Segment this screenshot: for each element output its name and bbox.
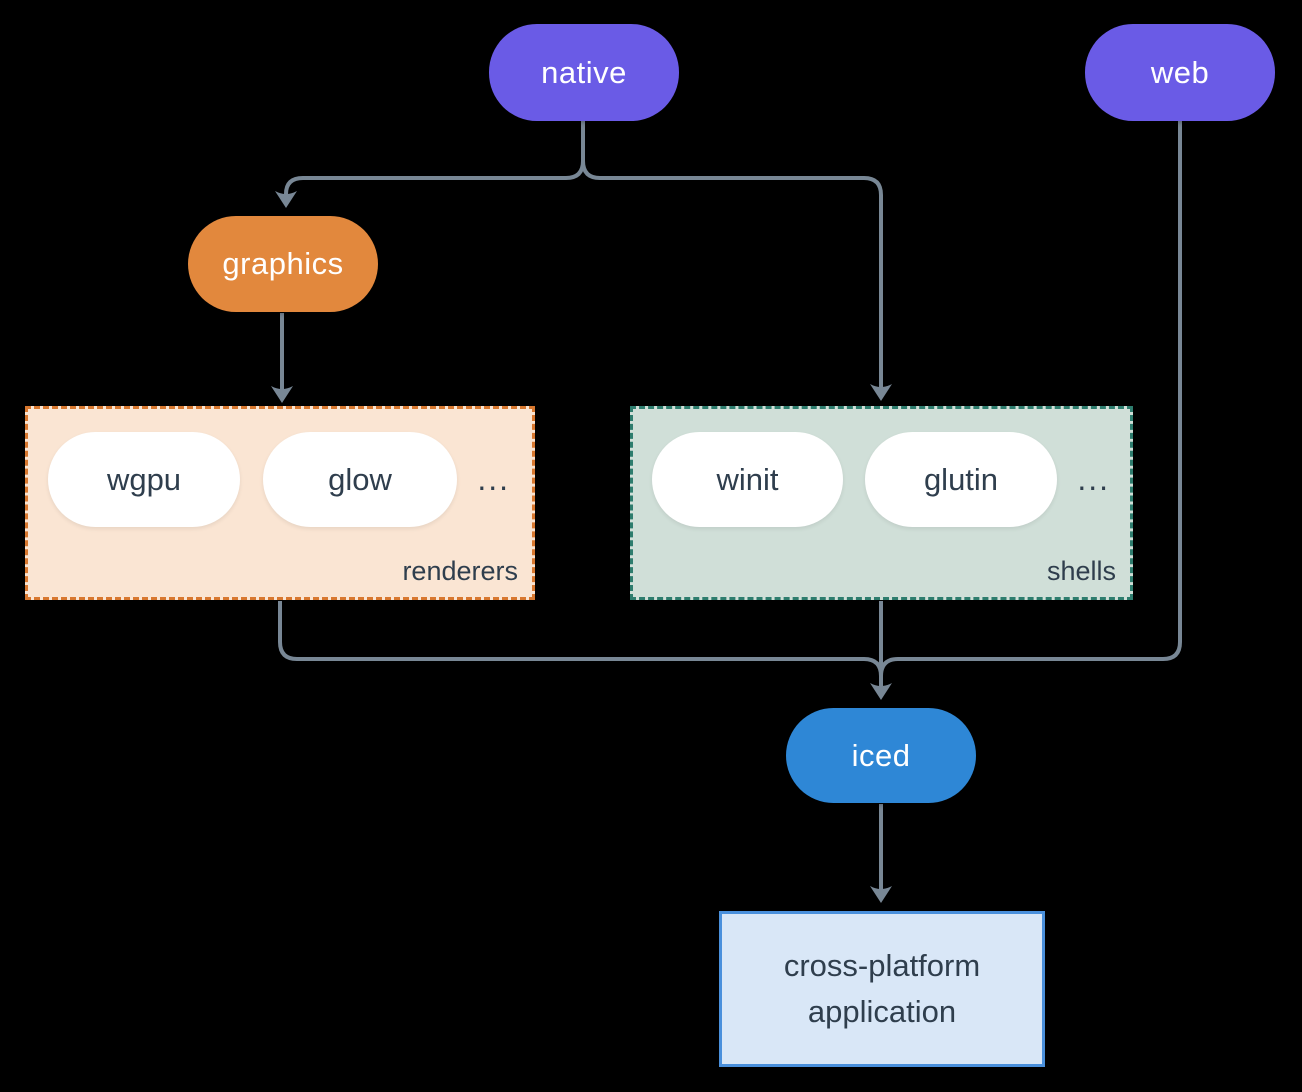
node-graphics-label: graphics xyxy=(222,246,344,281)
node-wgpu-label: wgpu xyxy=(106,461,182,497)
node-winit-label: winit xyxy=(716,461,779,497)
connector-renderers-to-iced xyxy=(278,601,883,677)
shells-ellipsis: ... xyxy=(1077,461,1110,497)
node-glow-label: glow xyxy=(328,461,392,497)
node-glutin: glutin xyxy=(865,432,1057,527)
group-shells: winit glutin ... shells xyxy=(630,406,1133,600)
node-application: cross-platform application xyxy=(719,911,1045,1067)
arrowhead-iced xyxy=(870,683,892,700)
application-label-line2: application xyxy=(807,994,957,1029)
node-iced: iced xyxy=(786,708,976,803)
node-iced-label: iced xyxy=(851,737,911,773)
connector-native-to-shells xyxy=(581,120,883,389)
arrowhead-renderers xyxy=(271,386,293,403)
node-glutin-label: glutin xyxy=(923,461,999,497)
arrowhead-shells xyxy=(870,384,892,401)
node-native: native xyxy=(489,24,679,121)
renderers-ellipsis: ... xyxy=(477,461,510,497)
arrowhead-graphics xyxy=(275,191,297,208)
node-graphics: graphics xyxy=(188,216,378,312)
shells-group-label: shells xyxy=(1046,556,1116,586)
node-native-label: native xyxy=(541,54,627,90)
connector-native-to-graphics xyxy=(284,120,585,196)
application-label-line1: cross-platform xyxy=(783,948,981,983)
node-wgpu: wgpu xyxy=(48,432,240,527)
node-glow: glow xyxy=(263,432,457,527)
node-web: web xyxy=(1085,24,1275,121)
arrowhead-application xyxy=(870,886,892,903)
renderers-group-label: renderers xyxy=(402,556,518,586)
group-renderers: wgpu glow ... renderers xyxy=(25,406,535,600)
node-winit: winit xyxy=(652,432,843,527)
node-web-label: web xyxy=(1150,54,1210,90)
